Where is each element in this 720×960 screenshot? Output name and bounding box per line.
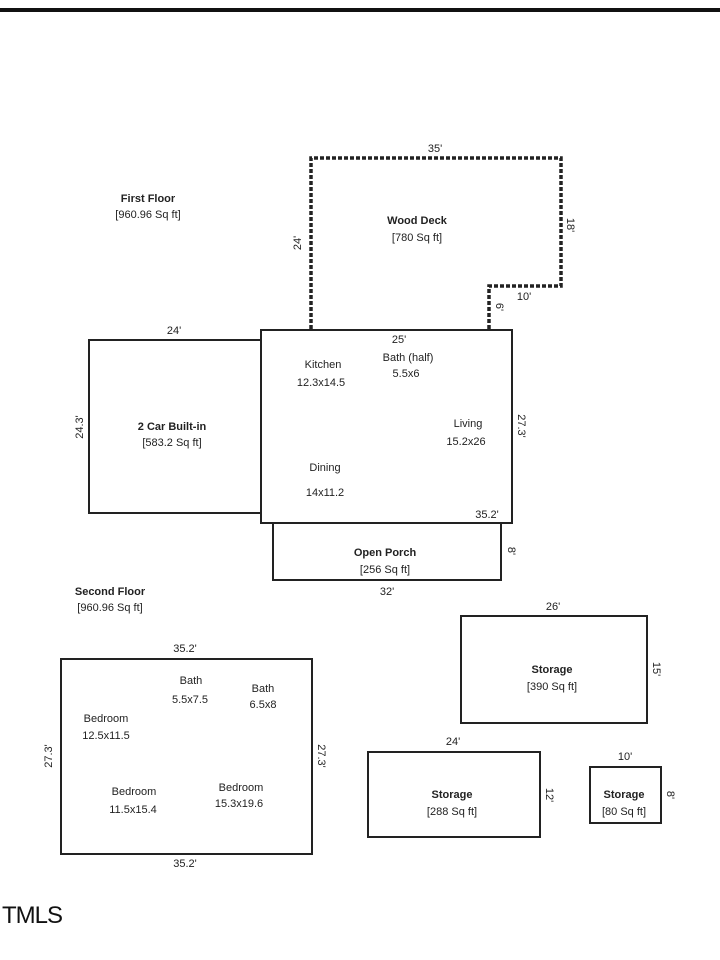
storage2-outline bbox=[367, 751, 541, 838]
garage-dim-top: 24' bbox=[167, 325, 181, 337]
storage3-outline bbox=[589, 766, 662, 824]
bedroom1-name: Bedroom bbox=[84, 713, 129, 725]
storage1-dim-right: 15' bbox=[650, 662, 662, 676]
storage1-area: [390 Sq ft] bbox=[527, 681, 577, 693]
bath1-size: 5.5x7.5 bbox=[172, 694, 208, 706]
dining-name: Dining bbox=[309, 462, 340, 474]
garage-dim-left: 24.3' bbox=[74, 415, 86, 439]
storage3-dim-right: 8' bbox=[664, 791, 676, 799]
kitchen-name: Kitchen bbox=[305, 359, 342, 371]
main-house-dim-top: 25' bbox=[392, 334, 406, 346]
storage3-dim-top: 10' bbox=[618, 751, 632, 763]
bath1-name: Bath bbox=[180, 675, 203, 687]
bedroom2-size: 11.5x15.4 bbox=[109, 804, 157, 816]
first-floor-title: First Floor bbox=[121, 193, 176, 205]
wood-deck-dim-right: 18' bbox=[564, 218, 576, 232]
bath-half-size: 5.5x6 bbox=[393, 368, 420, 380]
bedroom1-size: 12.5x11.5 bbox=[82, 730, 130, 742]
wood-deck-dim-step-v: 6' bbox=[493, 303, 505, 311]
wood-deck-dim-top: 35' bbox=[428, 143, 442, 155]
wood-deck-name: Wood Deck bbox=[387, 215, 448, 227]
dining-size: 14x11.2 bbox=[306, 487, 344, 499]
storage2-area: [288 Sq ft] bbox=[427, 806, 477, 818]
wood-deck-area: [780 Sq ft] bbox=[392, 232, 442, 244]
bedroom3-name: Bedroom bbox=[219, 782, 264, 794]
second-floor-area: [960.96 Sq ft] bbox=[77, 602, 142, 614]
living-size: 15.2x26 bbox=[446, 436, 485, 448]
second-floor-outline bbox=[60, 658, 313, 855]
kitchen-size: 12.3x14.5 bbox=[297, 377, 345, 389]
porch-name: Open Porch bbox=[354, 547, 417, 559]
second-dim-left: 27.3' bbox=[43, 744, 55, 768]
garage-area: [583.2 Sq ft] bbox=[142, 437, 201, 449]
storage1-name: Storage bbox=[532, 664, 573, 676]
wood-deck-dim-step: 10' bbox=[517, 291, 531, 303]
storage2-dim-right: 12' bbox=[543, 788, 555, 802]
wood-deck-dim-left: 24' bbox=[292, 236, 304, 250]
porch-area: [256 Sq ft] bbox=[360, 564, 410, 576]
bath2-size: 6.5x8 bbox=[250, 699, 277, 711]
garage-outline bbox=[88, 339, 262, 514]
garage-name: 2 Car Built-in bbox=[138, 421, 207, 433]
storage3-name: Storage bbox=[604, 789, 645, 801]
storage3-area: [80 Sq ft] bbox=[602, 806, 646, 818]
porch-dim-right: 8' bbox=[505, 547, 517, 555]
bedroom2-name: Bedroom bbox=[112, 786, 157, 798]
storage2-dim-top: 24' bbox=[446, 736, 460, 748]
storage1-dim-top: 26' bbox=[546, 601, 560, 613]
living-name: Living bbox=[454, 418, 483, 430]
first-floor-area: [960.96 Sq ft] bbox=[115, 209, 180, 221]
main-house-dim-bottom: 35.2' bbox=[475, 509, 499, 521]
porch-outline bbox=[272, 522, 502, 581]
second-dim-right: 27.3' bbox=[315, 744, 327, 768]
porch-dim-bottom: 32' bbox=[380, 586, 394, 598]
second-floor-title: Second Floor bbox=[75, 586, 146, 598]
storage1-outline bbox=[460, 615, 648, 724]
second-dim-bottom: 35.2' bbox=[173, 858, 197, 870]
tmls-logo: TMLS bbox=[2, 902, 63, 929]
second-dim-top: 35.2' bbox=[173, 643, 197, 655]
main-house-dim-right: 27.3' bbox=[515, 414, 527, 438]
bath-half-name: Bath (half) bbox=[383, 352, 434, 364]
storage2-name: Storage bbox=[432, 789, 473, 801]
top-border bbox=[0, 8, 720, 12]
bedroom3-size: 15.3x19.6 bbox=[215, 798, 263, 810]
bath2-name: Bath bbox=[252, 683, 275, 695]
